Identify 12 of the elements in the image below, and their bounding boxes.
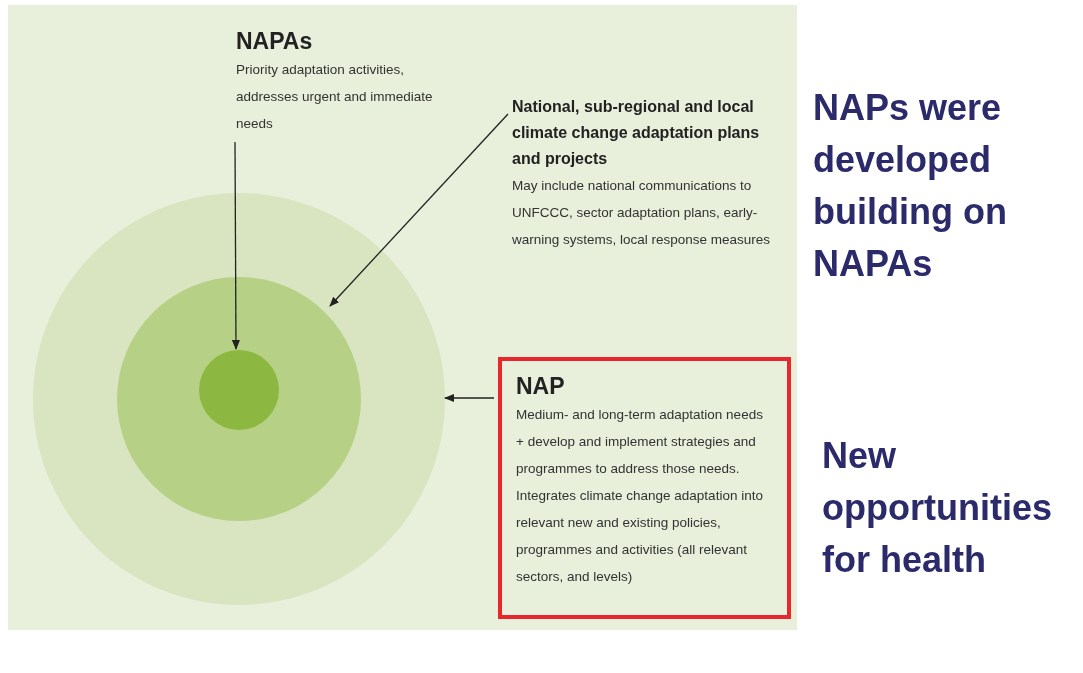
arrow [231,141,240,350]
description: Medium- and long-term adaptation needs + develop and implement strategies and programmes to address those needs. Integrates climate change adaptation into relevant new and existing policies, programmes and activities (all relevant sectors, and levels) [516,406,764,586]
heading: National, sub-regional and local climate change adaptation plans and projects [512,97,761,169]
heading: NAPAs [236,27,314,56]
highlight-box [498,357,791,619]
arrow [444,394,495,402]
description: Priority adaptation activities, addresses urgent and immediate needs [236,61,434,133]
side-note: New opportunities for health [822,434,1053,582]
description: May include national communications to UNFCCC, sector adaptation plans, early-warning systems, local response measures [512,177,772,249]
arrow [329,113,509,307]
heading: NAP [516,372,566,401]
side-note: NAPs were developed building on NAPAs [813,86,1008,286]
